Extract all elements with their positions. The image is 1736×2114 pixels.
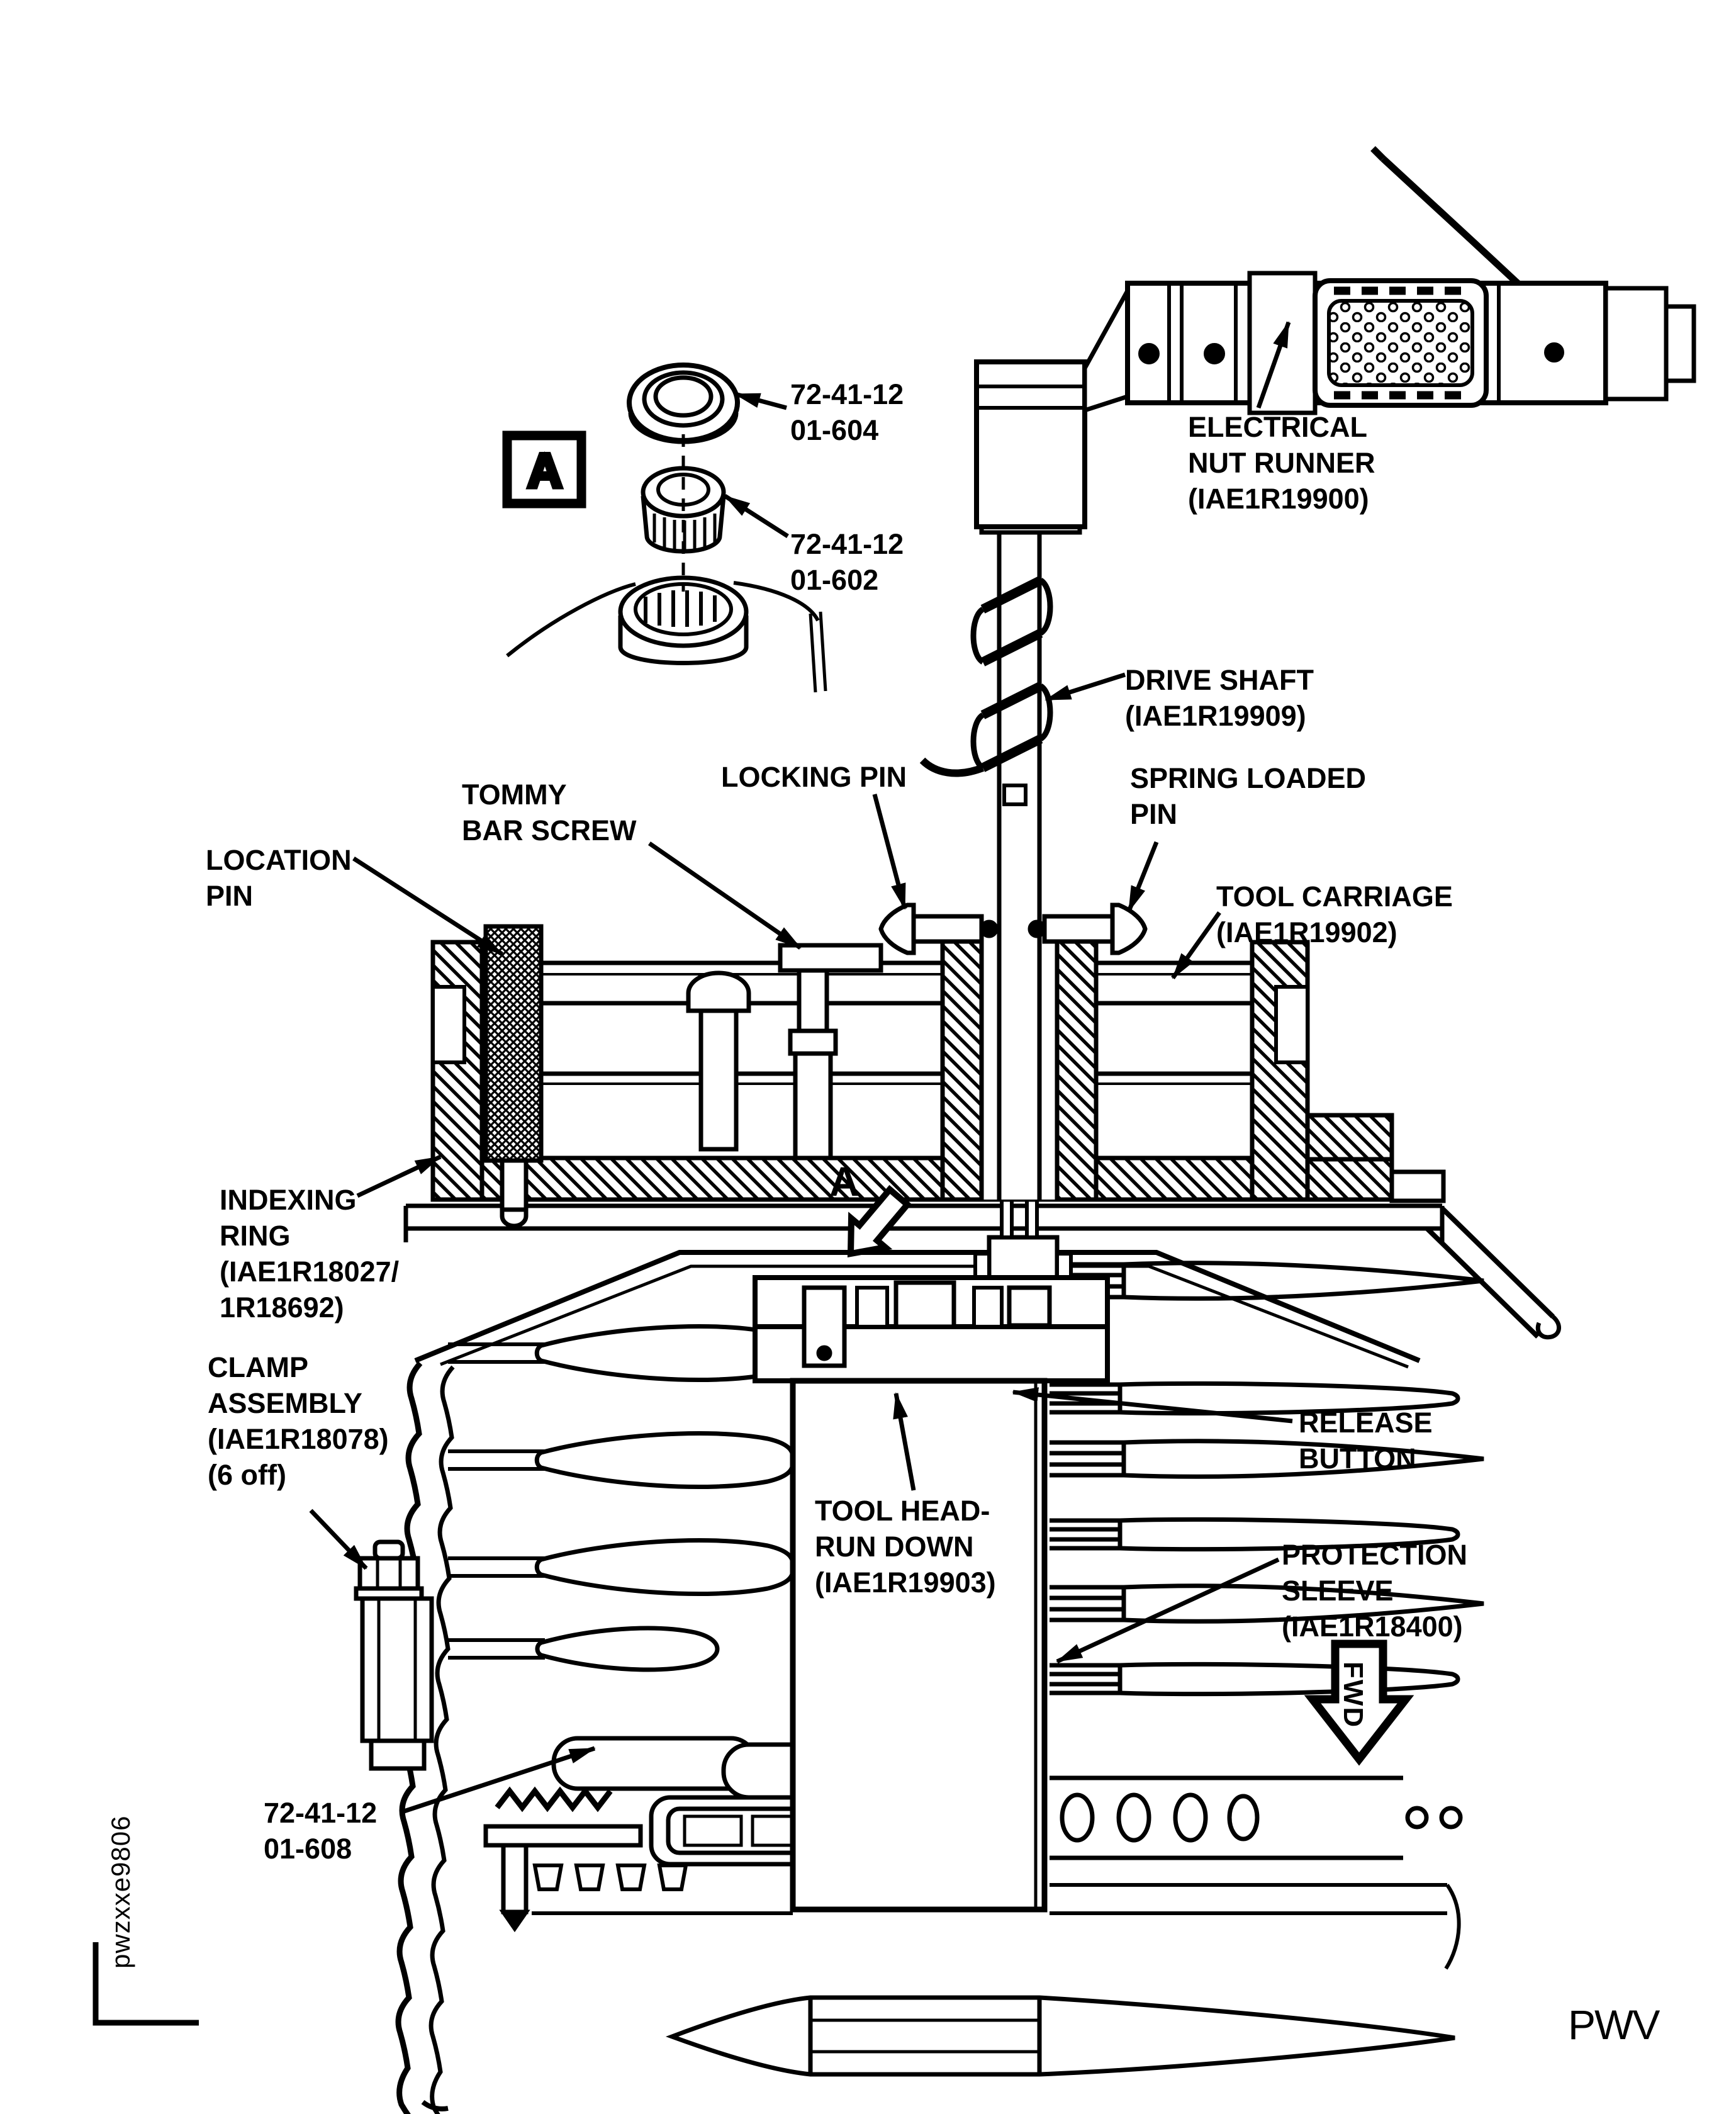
fwd-arrow: FWD bbox=[1304, 1639, 1414, 1766]
leader-locking-pin bbox=[872, 794, 907, 910]
label-line: ELECTRICAL bbox=[1188, 411, 1367, 443]
label-part-602: 72-41-12 01-602 bbox=[790, 526, 904, 598]
leader-spring-loaded-pin bbox=[1126, 841, 1159, 913]
leader-release-button bbox=[1012, 1387, 1293, 1424]
footer-marks: pwzxxe9806 PWV bbox=[92, 1816, 1661, 2048]
leader-part-604 bbox=[734, 391, 787, 410]
shaft-spring-coil bbox=[919, 576, 1053, 777]
leader-location-pin bbox=[352, 857, 503, 956]
label-line: 72-41-12 bbox=[790, 378, 904, 410]
label-tommy-bar-screw: TOMMY BAR SCREW bbox=[462, 777, 637, 848]
protection-sleeve-drawing bbox=[790, 1378, 1048, 1913]
leader-part-602 bbox=[724, 494, 789, 538]
corner-bracket bbox=[92, 1942, 199, 2026]
label-release-button: RELEASE BUTTON bbox=[1299, 1405, 1433, 1476]
detail-a-box: A bbox=[502, 430, 586, 509]
label-line: INDEXING bbox=[220, 1184, 357, 1216]
label-tool-head-run-down: TOOL HEAD- RUN DOWN (IAE1R19903) bbox=[815, 1493, 996, 1600]
label-protection-sleeve: PROTECTION SLEEVE (IAE1R18400) bbox=[1282, 1537, 1467, 1645]
label-line: SPRING LOADED bbox=[1130, 762, 1367, 794]
label-indexing-ring: INDEXING RING (IAE1R18027/ 1R18692) bbox=[220, 1182, 399, 1325]
release-button-drawing bbox=[1007, 1285, 1052, 1328]
label-line: TOOL CARRIAGE bbox=[1216, 880, 1453, 913]
label-line: PIN bbox=[206, 880, 254, 912]
label-part-608: 72-41-12 01-608 bbox=[264, 1795, 377, 1867]
detail-a-arrow: A bbox=[829, 1158, 912, 1258]
label-line: RUN DOWN bbox=[815, 1531, 974, 1563]
label-line: 01-602 bbox=[790, 564, 879, 596]
label-line: ASSEMBLY bbox=[208, 1387, 362, 1419]
detail-a-hollow-arrow bbox=[847, 1184, 912, 1258]
bearing-cup bbox=[618, 575, 749, 665]
clamp-assembly-drawing bbox=[354, 1539, 434, 1771]
leader-protection-sleeve bbox=[1056, 1557, 1280, 1664]
label-line: BUTTON bbox=[1299, 1442, 1416, 1475]
label-line: TOMMY bbox=[462, 779, 567, 811]
label-line: SLEEVE bbox=[1282, 1575, 1394, 1607]
label-line: TOOL HEAD- bbox=[815, 1495, 990, 1527]
label-location-pin: LOCATION PIN bbox=[206, 842, 352, 914]
label-line: 72-41-12 bbox=[264, 1797, 378, 1829]
label-line: (IAE1R19903) bbox=[815, 1566, 996, 1599]
detail-a-box-letter: A bbox=[528, 444, 563, 498]
label-line: DRIVE SHAFT bbox=[1125, 664, 1314, 696]
label-locking-pin: LOCKING PIN bbox=[721, 759, 907, 795]
label-line: LOCKING PIN bbox=[721, 761, 907, 793]
leader-tommy-bar-screw bbox=[648, 841, 802, 950]
tommy-bar-screw-drawing bbox=[778, 943, 883, 1161]
label-clamp-assembly: CLAMP ASSEMBLY (IAE1R18078) (6 off) bbox=[208, 1349, 389, 1493]
label-line: 72-41-12 bbox=[790, 528, 904, 560]
location-pin-drawing bbox=[483, 924, 544, 1228]
label-line: (IAE1R18400) bbox=[1282, 1611, 1463, 1643]
label-line: PROTECTION bbox=[1282, 1539, 1468, 1571]
label-line: PIN bbox=[1130, 798, 1178, 830]
leader-indexing-ring bbox=[356, 1154, 442, 1198]
leader-clamp-assembly bbox=[309, 1509, 368, 1570]
fwd-arrow-label: FWD bbox=[1338, 1661, 1369, 1728]
label-line: 01-608 bbox=[264, 1833, 352, 1865]
label-line: 1R18692) bbox=[220, 1291, 344, 1324]
label-tool-carriage: TOOL CARRIAGE (IAE1R19902) bbox=[1216, 879, 1453, 950]
bottom-blade-row bbox=[665, 1995, 1455, 2077]
footer-right-mark: PWV bbox=[1568, 2001, 1660, 2048]
leader-electrical-nut-runner bbox=[1256, 321, 1291, 409]
label-electrical-nut-runner: ELECTRICAL NUT RUNNER (IAE1R19900) bbox=[1188, 409, 1375, 517]
leader-part-608 bbox=[403, 1746, 596, 1814]
leader-tool-head bbox=[893, 1392, 916, 1491]
leader-tool-carriage bbox=[1171, 911, 1221, 980]
label-line: RING bbox=[220, 1220, 291, 1252]
engine-case-section bbox=[398, 1203, 1561, 2114]
label-line: RELEASE bbox=[1299, 1407, 1433, 1439]
indexing-ring-drawing bbox=[403, 1203, 1445, 1242]
detail-a-arrow-letter: A bbox=[829, 1158, 860, 1205]
label-part-604: 72-41-12 01-604 bbox=[790, 376, 904, 448]
label-spring-loaded-pin: SPRING LOADED PIN bbox=[1130, 760, 1366, 832]
label-line: (IAE1R18078) bbox=[208, 1423, 389, 1455]
label-line: (IAE1R19900) bbox=[1188, 483, 1369, 515]
bearing-ring-604 bbox=[627, 363, 740, 444]
leader-lines bbox=[309, 321, 1293, 1814]
figure-code: pwzxxe9806 bbox=[106, 1816, 135, 1969]
label-line: (IAE1R19902) bbox=[1216, 916, 1397, 948]
label-line: NUT RUNNER bbox=[1188, 447, 1375, 479]
leader-drive-shaft bbox=[1044, 672, 1126, 702]
tool-head-run-down-drawing bbox=[753, 1198, 1110, 1383]
label-line: 01-604 bbox=[790, 414, 879, 446]
knurled-grip bbox=[1313, 278, 1489, 408]
electrical-nut-runner-drawing bbox=[974, 146, 1696, 529]
label-line: LOCATION bbox=[206, 844, 352, 876]
spring-loaded-pin-drawing bbox=[1028, 902, 1148, 955]
label-line: (IAE1R19909) bbox=[1125, 700, 1306, 732]
label-drive-shaft: DRIVE SHAFT (IAE1R19909) bbox=[1125, 662, 1314, 734]
tool-carriage-drawing bbox=[430, 902, 1446, 1228]
label-line: BAR SCREW bbox=[462, 814, 637, 846]
detail-a-parts: A bbox=[502, 363, 827, 693]
label-line: CLAMP bbox=[208, 1351, 308, 1383]
carriage-bolt-drawing bbox=[686, 970, 751, 1152]
drive-shaft-drawing bbox=[919, 509, 1082, 916]
label-line: (6 off) bbox=[208, 1459, 286, 1491]
label-line: (IAE1R18027/ bbox=[220, 1256, 400, 1288]
locking-pin-drawing bbox=[878, 902, 999, 955]
